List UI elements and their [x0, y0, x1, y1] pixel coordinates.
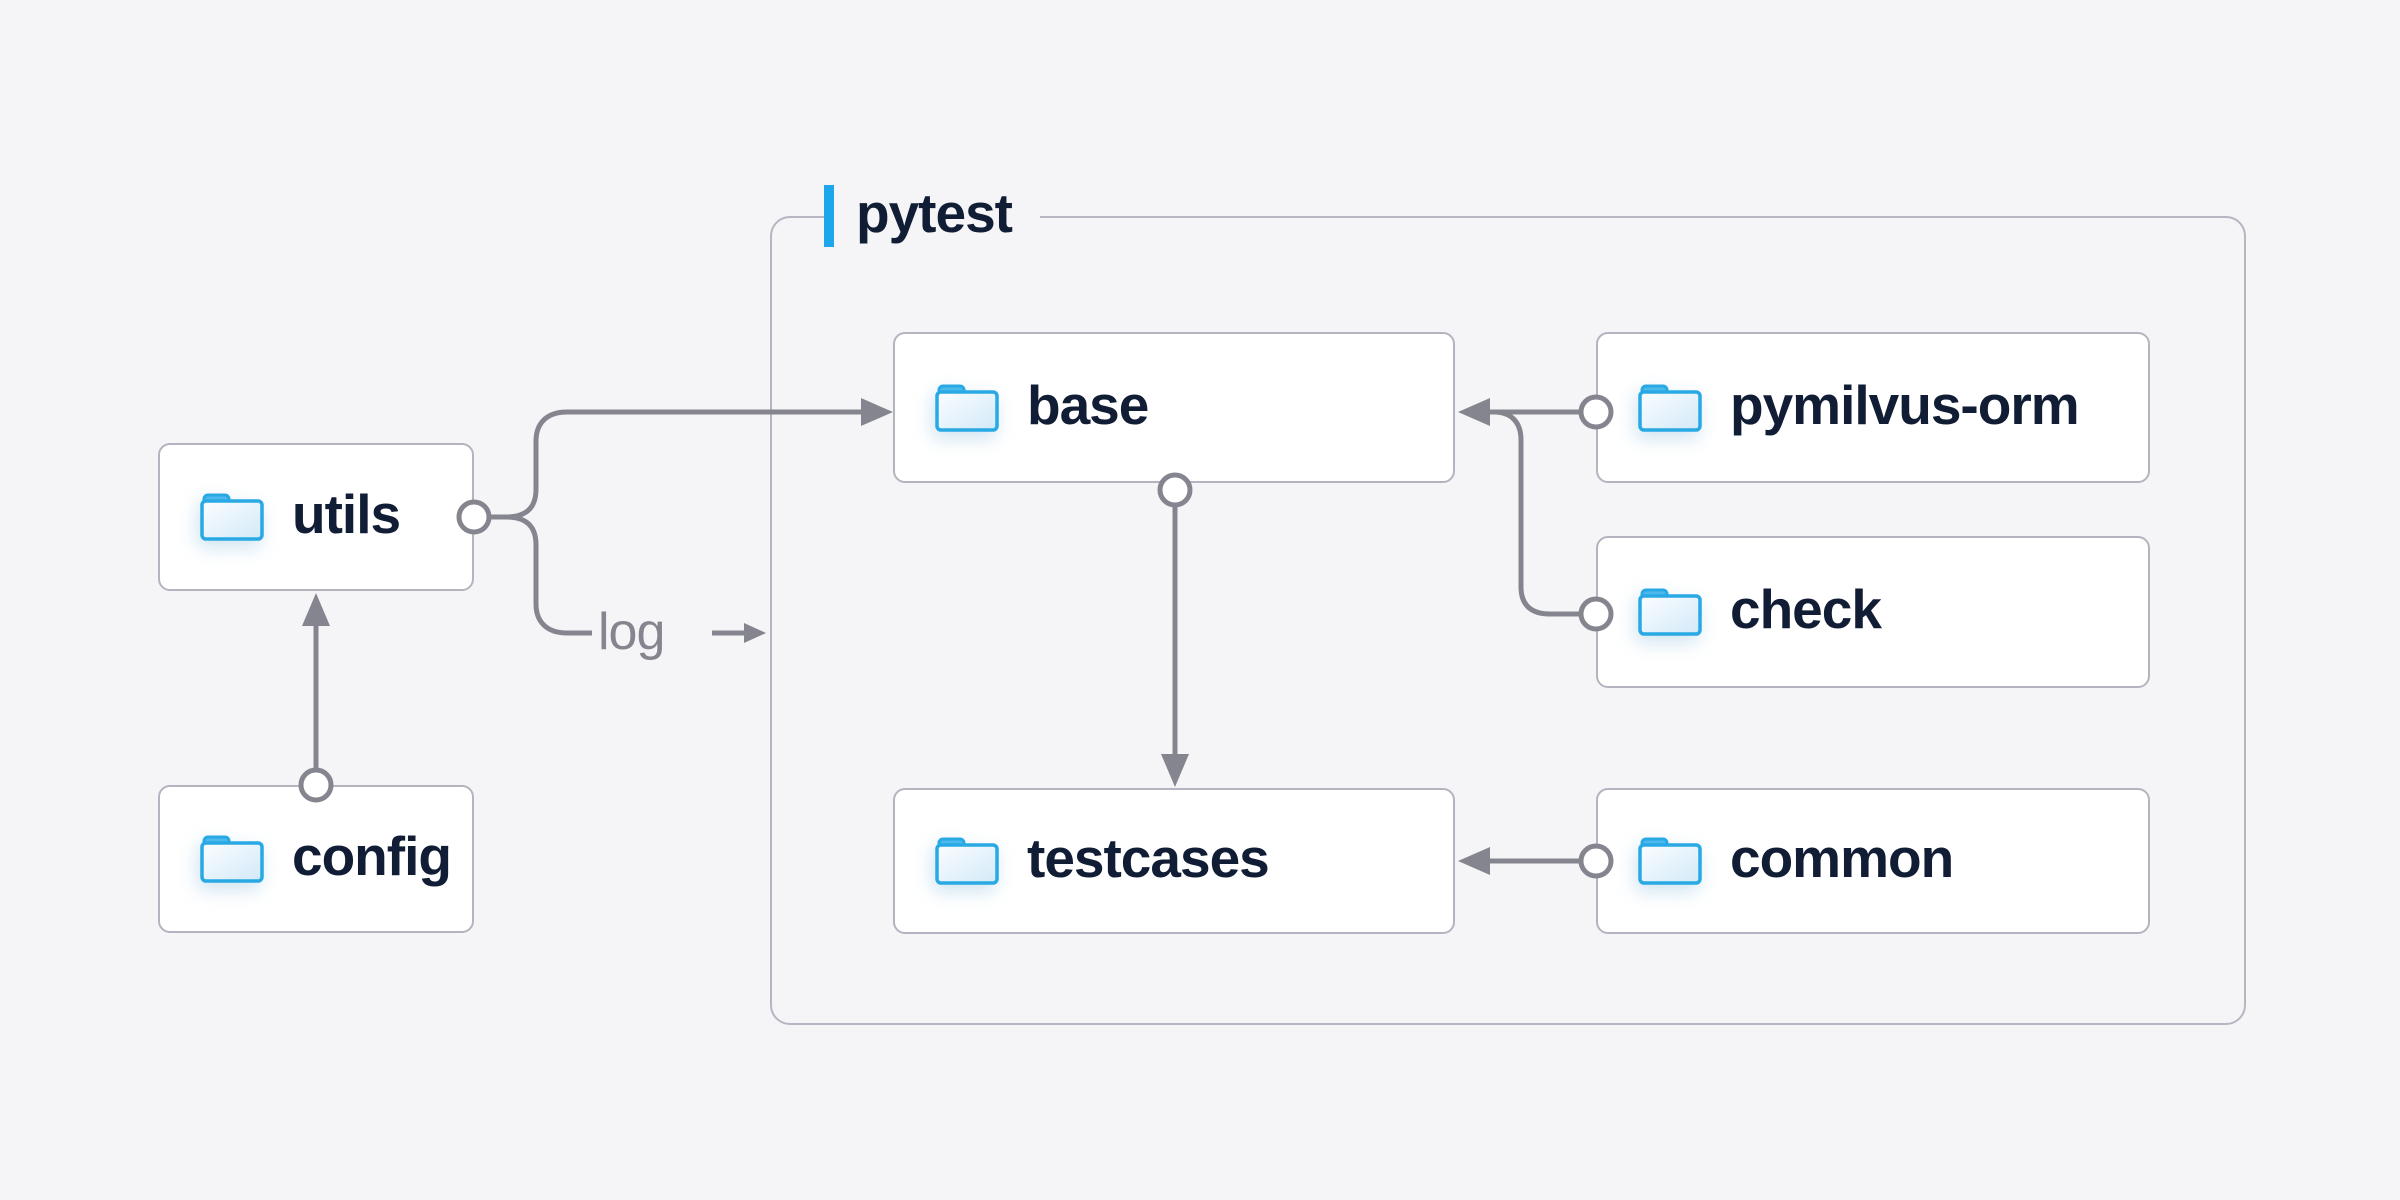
node-utils: utils — [158, 443, 474, 591]
node-config: config — [158, 785, 474, 933]
group-label: pytest — [856, 181, 1013, 244]
node-base: base — [893, 332, 1455, 483]
group-pytest-legend: pytest — [824, 184, 1040, 248]
node-common: common — [1596, 788, 2150, 934]
node-label: config — [292, 825, 452, 887]
node-label: common — [1730, 827, 1954, 889]
edge-config-utils — [298, 593, 334, 803]
edge-label-log: log — [598, 603, 665, 661]
folder-icon — [935, 384, 999, 432]
node-testcases: testcases — [893, 788, 1455, 934]
node-label: pymilvus-orm — [1730, 373, 2080, 436]
node-label: base — [1027, 373, 1149, 436]
node-check: check — [1596, 536, 2150, 688]
node-label: check — [1730, 578, 1882, 640]
folder-icon — [1638, 384, 1702, 432]
accent-bar — [824, 185, 834, 247]
folder-icon — [1638, 588, 1702, 636]
folder-icon — [200, 835, 264, 883]
node-label: utils — [292, 483, 401, 545]
folder-icon — [200, 493, 264, 541]
node-pymilvus-orm: pymilvus-orm — [1596, 332, 2150, 483]
folder-icon — [1638, 837, 1702, 885]
folder-icon — [935, 837, 999, 885]
node-label: testcases — [1027, 827, 1270, 889]
group-pytest-border — [770, 216, 2246, 1025]
